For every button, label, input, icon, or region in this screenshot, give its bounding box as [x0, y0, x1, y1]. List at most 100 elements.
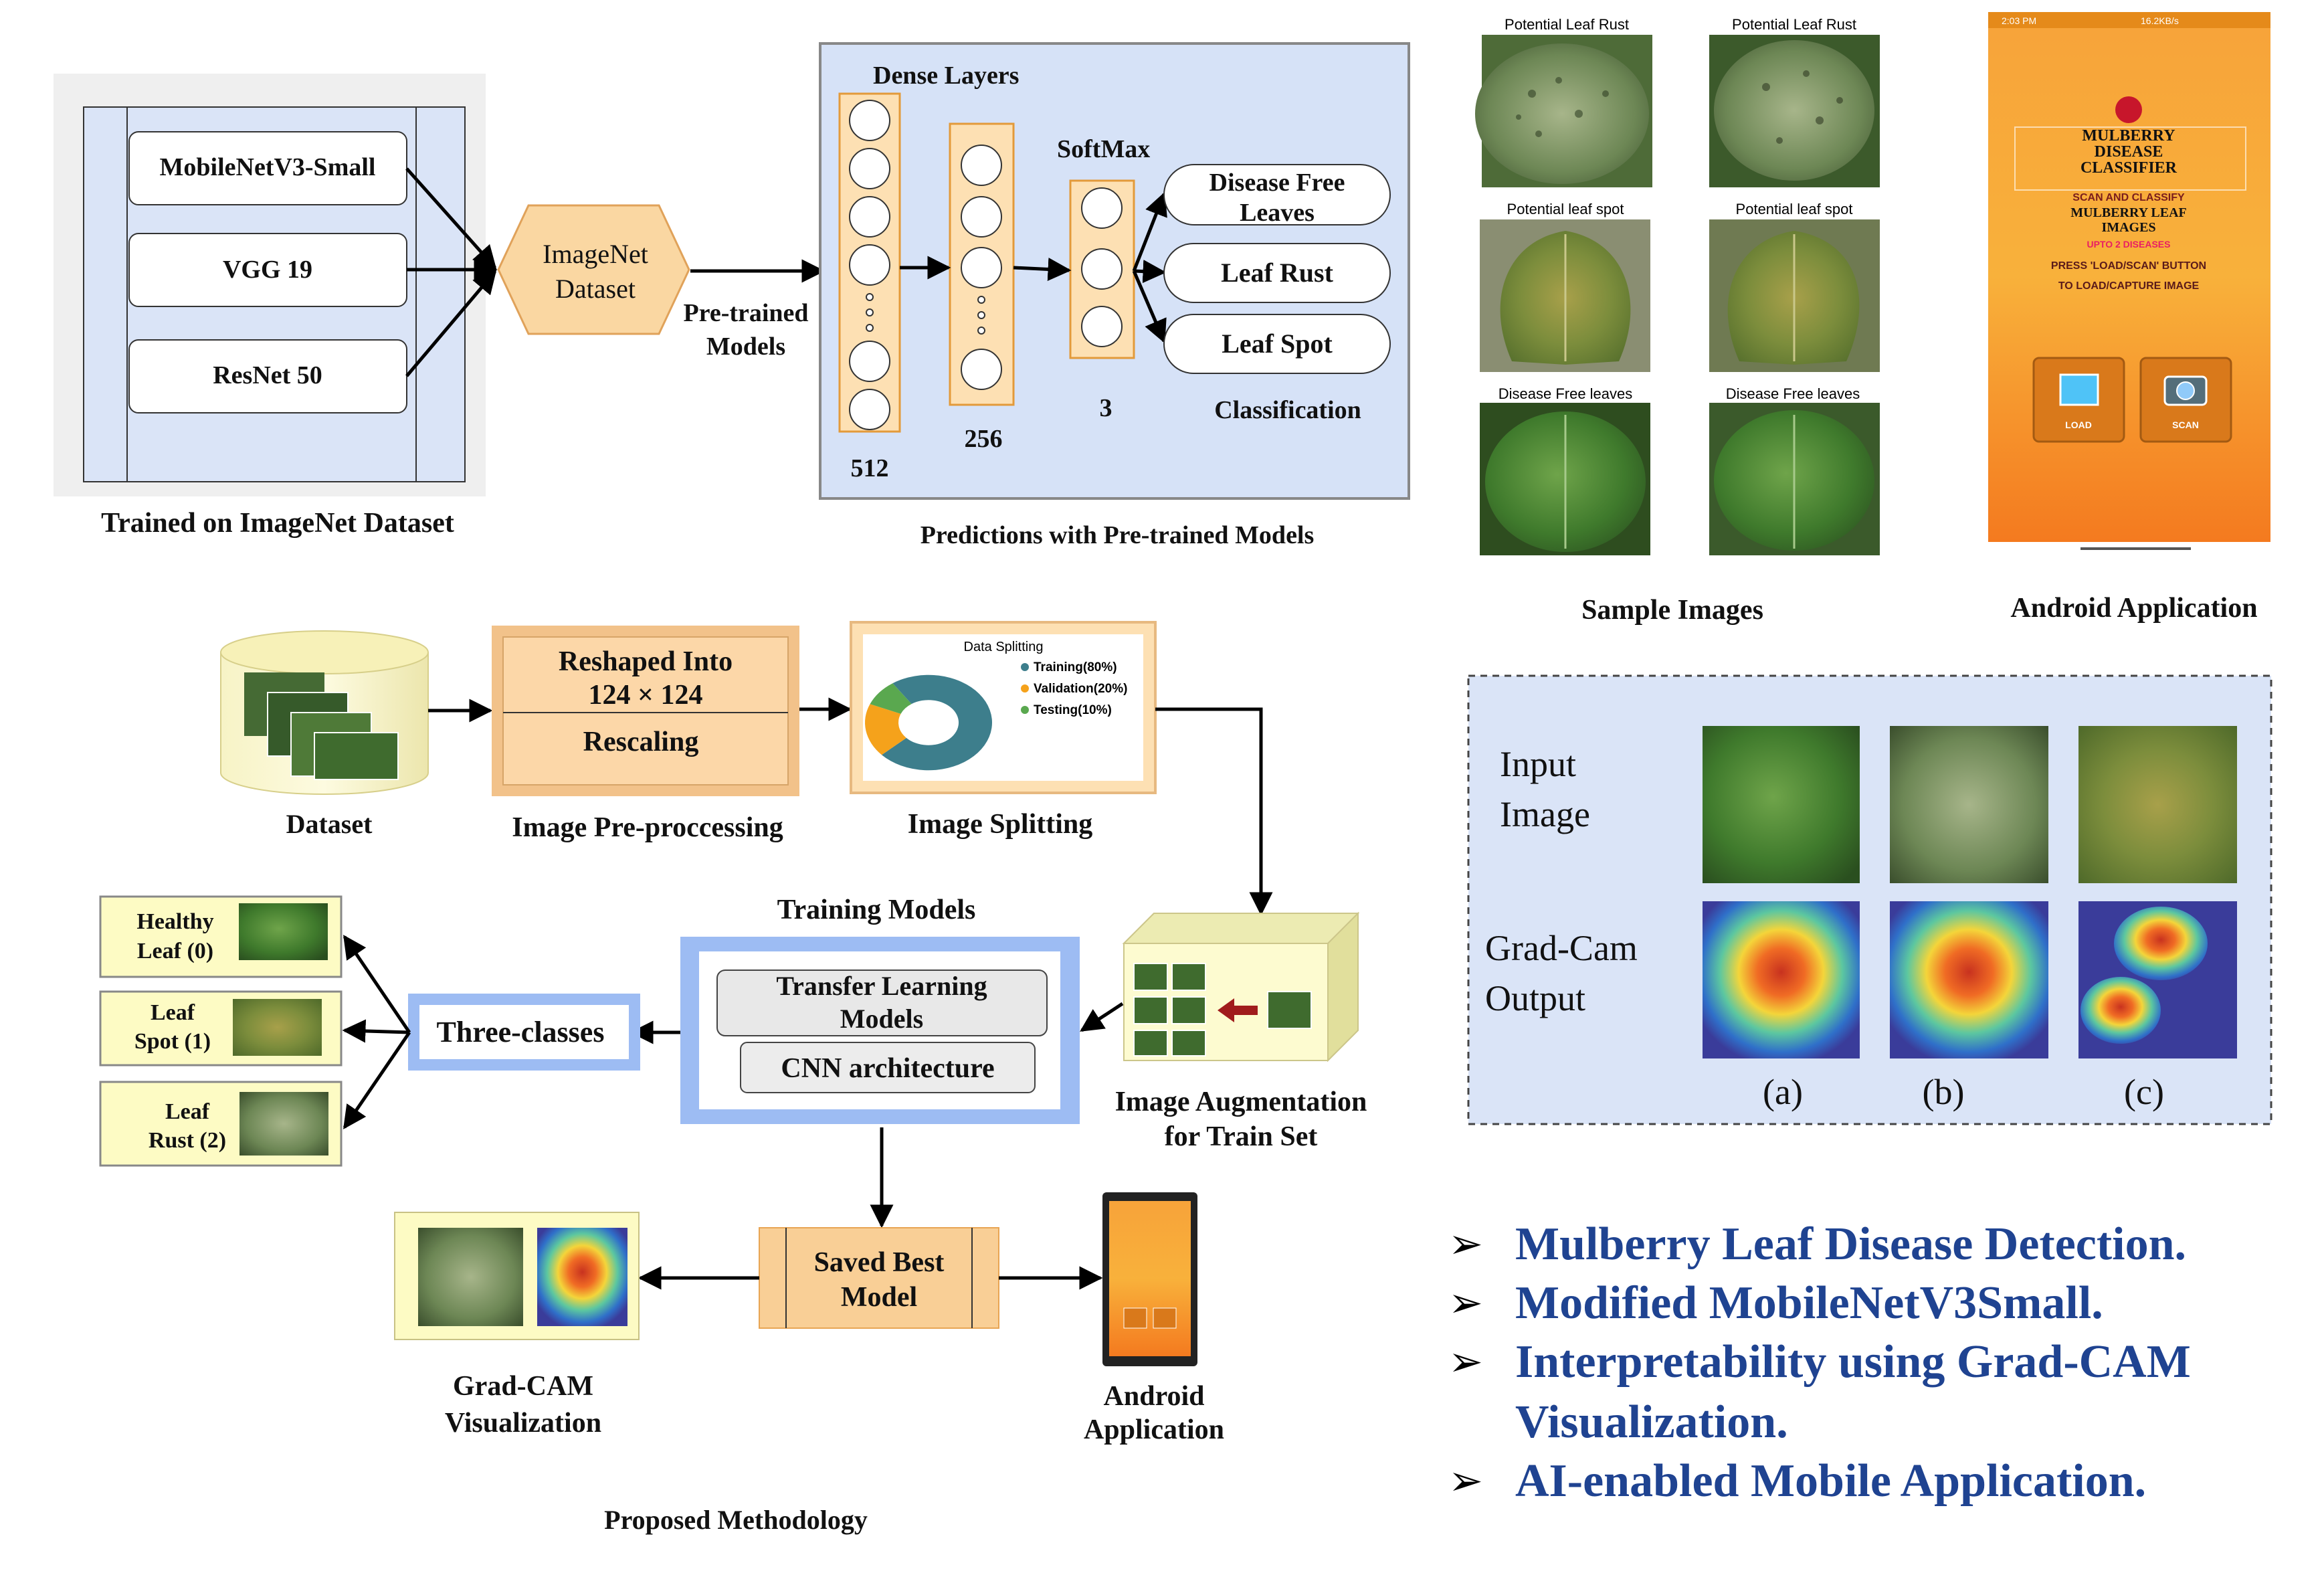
- gradcam-output-a: [1703, 901, 1860, 1058]
- splitting-caption: Image Splitting: [908, 809, 1093, 840]
- model-label-vgg: VGG 19: [223, 256, 312, 284]
- sample-label-2: Potential Leaf Rust: [1732, 16, 1856, 33]
- bullet-2: ➢: [1448, 1280, 1483, 1326]
- sample-images-caption: Sample Images: [1581, 595, 1763, 626]
- input-image-line2: Image: [1500, 794, 1590, 834]
- class-healthy-node: Healthy Leaf (0): [99, 895, 343, 978]
- class-node-disease-free: [1163, 164, 1391, 225]
- sample-label-1: Potential Leaf Rust: [1505, 16, 1629, 33]
- app-load-label: LOAD: [2065, 420, 2092, 430]
- imagenet-line1: ImageNet: [543, 239, 648, 269]
- input-image-a: [1703, 726, 1860, 883]
- gradcam-output-line2: Output: [1485, 978, 1585, 1018]
- classification-label: Classification: [1214, 396, 1361, 424]
- class-node-leaf-spot: [1163, 314, 1391, 374]
- pretrained-line1: Pre-trained: [683, 299, 808, 327]
- dataset-label: Dataset: [286, 809, 373, 839]
- softmax-title: SoftMax: [1057, 135, 1150, 163]
- healthy-line1: Healthy: [136, 909, 213, 934]
- legend-label-2: Testing(10%): [1034, 703, 1112, 717]
- gradcam-panel: Input Image Grad-Cam Output (a) (b) (c): [1467, 674, 2272, 1125]
- model-box-resnet: [128, 339, 407, 413]
- sample-label-6: Disease Free leaves: [1726, 385, 1860, 402]
- dense-256-label: 256: [965, 425, 1003, 453]
- sample-image-free-2: [1709, 403, 1880, 555]
- app-sub-6: TO LOAD/CAPTURE IMAGE: [2058, 280, 2200, 292]
- training-models-node: Training Models Transfer Learning Models…: [680, 895, 1080, 1124]
- phone-line2: Application: [1084, 1414, 1224, 1445]
- sample-label-4: Potential leaf spot: [1736, 201, 1853, 217]
- cnn-box: [740, 1042, 1036, 1093]
- pretrained-models-panel: MobileNetV3-Small VGG 19 ResNet 50 Train…: [54, 74, 486, 539]
- app-logo-icon: [2115, 96, 2142, 123]
- sample-image-spot-2: [1709, 219, 1880, 372]
- split-donut-chart: [865, 674, 992, 771]
- class-node-leaf-rust: [1163, 243, 1391, 303]
- saved-line2: Model: [841, 1282, 917, 1313]
- gradcam-leaf-image: [418, 1228, 523, 1326]
- sample-image-free-1: [1480, 403, 1650, 555]
- highlight-2: Modified MobileNetV3Small.: [1515, 1277, 2103, 1329]
- model-to-imagenet-arrows: [405, 167, 498, 377]
- app-status-speed: 16.2KB/s: [2141, 15, 2179, 26]
- input-image-c: [2078, 726, 2237, 883]
- pretrained-line2: Models: [706, 333, 785, 361]
- label-c: (c): [2124, 1072, 2164, 1112]
- dense-layers-panel: Dense Layers 512 256 SoftMax: [819, 42, 1410, 500]
- donut-slice-2: [870, 683, 912, 714]
- class-spot-node: Leaf Spot (1): [99, 990, 343, 1067]
- sample-image-spot-1: [1480, 219, 1650, 372]
- split-chart-title: Data Splitting: [964, 640, 1044, 654]
- sample-image-rust-2: [1709, 35, 1880, 187]
- class-leaf-spot: Leaf Spot: [1222, 329, 1333, 359]
- sample-label-5: Disease Free leaves: [1498, 385, 1633, 402]
- highlights-list: ➢ Mulberry Leaf Disease Detection. ➢ Mod…: [1448, 1218, 2191, 1507]
- spot-leaf-image: [233, 999, 322, 1056]
- bullet-1: ➢: [1448, 1221, 1483, 1267]
- pretrained-caption: Trained on ImageNet Dataset: [101, 508, 454, 539]
- donut-slice-1: [865, 704, 906, 755]
- app-sub-5: PRESS 'LOAD/SCAN' BUTTON: [2051, 260, 2206, 272]
- legend-marker-2: [1021, 706, 1029, 714]
- app-sub-4: UPTO 2 DISEASES: [2087, 239, 2170, 250]
- image-splitting-node: Data Splitting Training(80%) Validation(2…: [850, 621, 1157, 840]
- three-classes-node: Three-classes: [408, 994, 640, 1071]
- app-scan-label: SCAN: [2172, 420, 2199, 430]
- bullet-3: ➢: [1448, 1339, 1483, 1385]
- transfer-learning-box: [716, 970, 1048, 1036]
- preprocessing-caption: Image Pre-proccessing: [512, 812, 783, 843]
- android-phone-node: Android Application: [1084, 1192, 1224, 1445]
- class-disease-free-line2: Leaves: [1240, 199, 1315, 227]
- model-label-mobilenet: MobileNetV3-Small: [160, 153, 376, 181]
- highlight-1: Mulberry Leaf Disease Detection.: [1515, 1218, 2186, 1270]
- gradcam-output-line1: Grad-Cam: [1485, 928, 1638, 968]
- legend-marker-0: [1021, 663, 1029, 671]
- class-rust-node: Leaf Rust (2): [99, 1081, 343, 1167]
- android-app-caption: Android Application: [2010, 593, 2257, 624]
- input-image-line1: Input: [1500, 744, 1576, 784]
- app-load-icon: [2059, 373, 2099, 406]
- model-label-resnet: ResNet 50: [213, 361, 322, 389]
- healthy-leaf-image: [239, 903, 328, 960]
- app-sub-2: MULBERRY LEAF: [2070, 205, 2187, 220]
- legend-label-1: Validation(20%): [1034, 682, 1127, 696]
- dense-title: Dense Layers: [873, 62, 1019, 90]
- gradcam-line1: Grad-CAM: [453, 1371, 593, 1402]
- augmentation-line1: Image Augmentation: [1115, 1087, 1367, 1117]
- reshape-line2: 124 × 124: [589, 680, 703, 711]
- rust-line1: Leaf: [165, 1099, 210, 1124]
- app-sub-3: IMAGES: [2101, 220, 2155, 235]
- preprocessing-node: Reshaped Into 124 × 124 Rescaling Image …: [492, 626, 799, 843]
- dense-512-label: 512: [851, 454, 889, 482]
- class-leaf-rust: Leaf Rust: [1221, 258, 1333, 288]
- gradcam-line2: Visualization: [445, 1408, 601, 1439]
- training-models-title: Training Models: [777, 895, 976, 925]
- android-app-screenshot: 2:03 PM 16.2KB/s MULBERRY DISEASE CLASSI…: [1988, 12, 2270, 624]
- highlight-3-cont: Visualization.: [1515, 1396, 1788, 1448]
- label-a: (a): [1763, 1072, 1803, 1112]
- transfer-learning-line2: Models: [840, 1004, 923, 1034]
- spot-line2: Spot (1): [134, 1029, 211, 1054]
- highlight-3: Interpretability using Grad-CAM: [1515, 1336, 2191, 1388]
- legend-label-0: Training(80%): [1034, 660, 1117, 674]
